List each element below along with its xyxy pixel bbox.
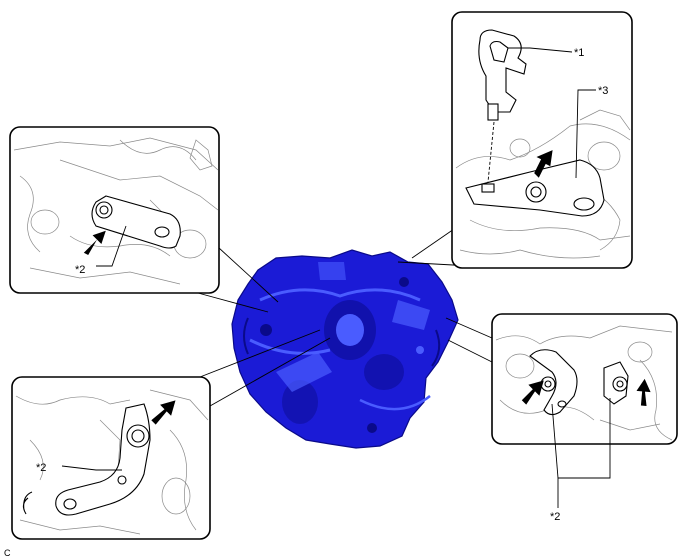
callout-3: *3 — [598, 85, 608, 97]
arrow-icon — [636, 378, 651, 406]
bracket-upper — [91, 195, 181, 249]
arrow-icon — [151, 400, 176, 425]
bracket-right-a — [529, 349, 578, 416]
bracket-upper-right — [465, 159, 605, 217]
inset-top-right: *1 *3 — [451, 11, 633, 269]
arrow-icon — [534, 150, 553, 178]
wire-clamp — [478, 29, 527, 121]
callout-1: *1 — [574, 47, 584, 59]
arrow-icon — [521, 380, 544, 405]
callout-2-bottom-left: *2 — [36, 462, 46, 474]
inset-bottom-right — [491, 313, 678, 445]
callout-2-right: *2 — [550, 511, 560, 523]
bracket-right-b — [603, 361, 629, 405]
bracket-lower — [22, 403, 151, 516]
inset-top-left: *2 — [9, 126, 220, 294]
corner-mark: C — [4, 548, 11, 558]
transaxle-assembly — [231, 249, 459, 449]
inset-bottom-left: *2 — [11, 376, 211, 540]
callout-2-top-left: *2 — [75, 264, 85, 276]
arrow-icon — [83, 230, 106, 255]
